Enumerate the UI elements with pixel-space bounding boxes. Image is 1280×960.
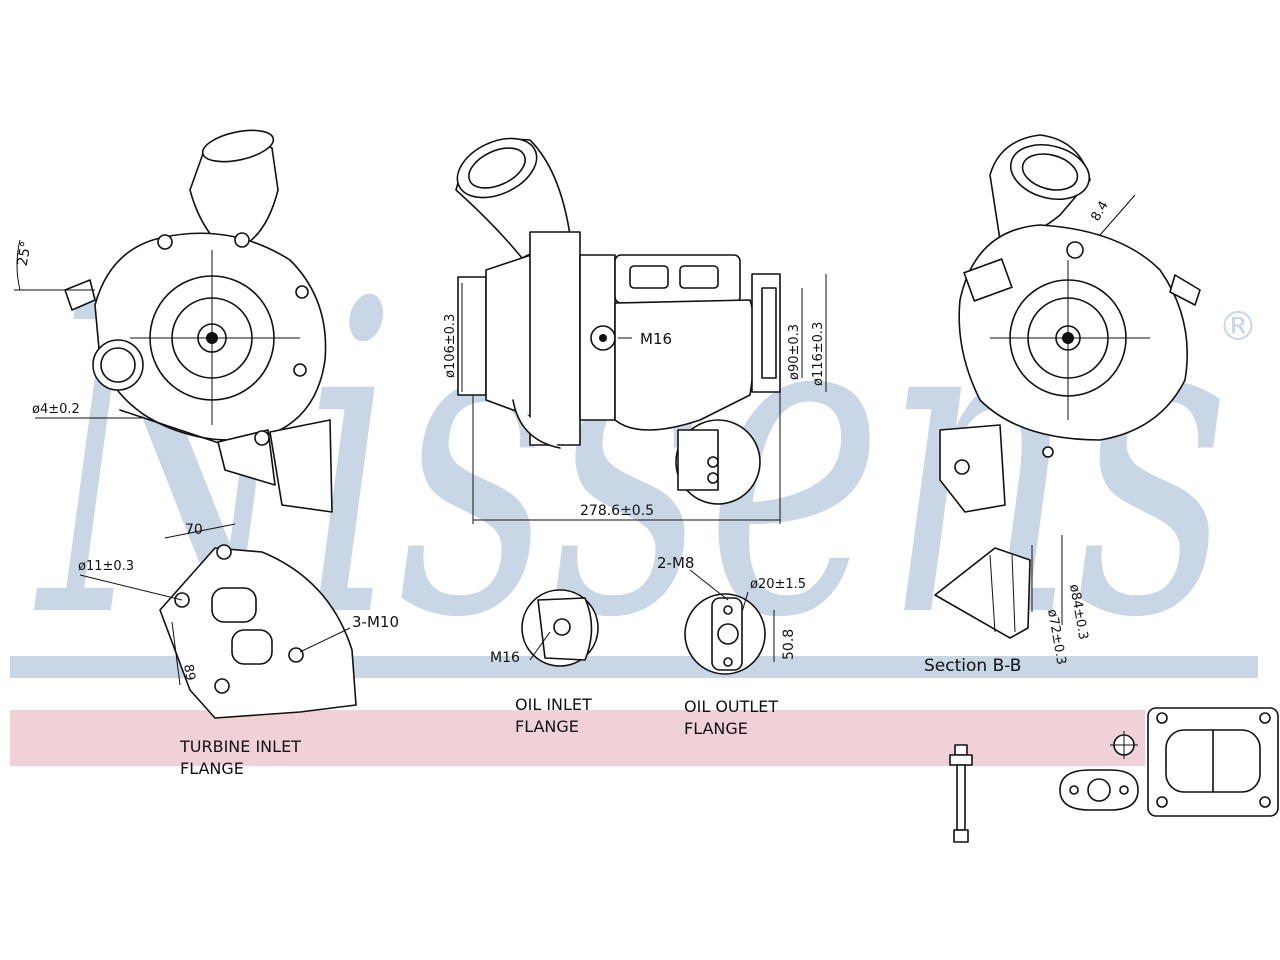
turbine-inlet-title-1: TURBINE INLET: [179, 737, 301, 756]
oil-outlet-pitch-label: 50.8: [781, 629, 797, 660]
outlet-inner-diameter: ø90±0.3: [787, 324, 802, 380]
flange-hole-dimension: ø11±0.3: [78, 559, 134, 574]
section-title: Section B-B: [924, 656, 1021, 676]
hole-dimension: ø4±0.2: [32, 402, 80, 417]
flange-width-dimension: 70: [185, 522, 203, 538]
turbine-studs-label: 3-M10: [352, 613, 399, 631]
center-view-turbo: ø106±0.3 M16 ø90±0.3 ø116±0.3 278.6±0.5: [443, 137, 827, 524]
oil-inlet-thread-dimension: M16: [490, 650, 520, 666]
oil-outlet-title-2: FLANGE: [684, 719, 748, 738]
turbine-inlet-flange: 70 ø11±0.3 89 3-M10 TURBINE INLET FLANGE: [78, 522, 399, 778]
oil-outlet-bolts-label: 2-M8: [657, 554, 694, 572]
oil-inlet-title-2: FLANGE: [515, 717, 579, 736]
compressor-inlet-diameter: ø106±0.3: [443, 314, 458, 378]
overall-length: 278.6±0.5: [580, 503, 654, 519]
stud-bolt: [949, 744, 973, 843]
angle-dimension: 25°: [15, 240, 35, 267]
oil-outlet-title-1: OIL OUTLET: [684, 697, 778, 716]
oil-outlet-flange: 2-M8 ø20±1.5 50.8 OIL OUTLET FLANGE: [657, 554, 806, 738]
accessory-parts: [949, 707, 1279, 843]
oil-inlet-title-1: OIL INLET: [515, 695, 592, 714]
right-view-turbo: 8.4: [939, 134, 1201, 513]
oil-flange-gasket: [1059, 769, 1139, 811]
nut-part: [1110, 731, 1138, 759]
flange-height-dimension: 89: [180, 663, 198, 682]
oil-outlet-bore-label: ø20±1.5: [750, 577, 806, 592]
oil-inlet-flange: M16 OIL INLET FLANGE: [490, 589, 599, 736]
turbine-inlet-title-2: FLANGE: [180, 759, 244, 778]
outlet-outer-diameter: ø116±0.3: [811, 322, 826, 386]
oil-inlet-thread-label: M16: [640, 330, 672, 348]
registered-mark: ®: [1218, 304, 1258, 350]
left-view-turbo: 25° ø4±0.2: [14, 129, 333, 513]
turbine-gasket: [1147, 707, 1279, 817]
